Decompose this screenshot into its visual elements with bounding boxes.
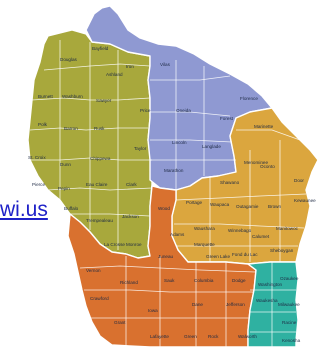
county-label: Clark [126, 182, 137, 187]
county-label: Adams [170, 232, 185, 237]
county-label: Waukesha [256, 298, 278, 303]
county-label: La Crosse [104, 242, 125, 247]
county-label: Sawyer [96, 98, 112, 103]
county-label: Outagamie [236, 204, 259, 209]
county-label: Crawford [90, 296, 109, 301]
county-label: Racine [282, 320, 297, 325]
county-label: Langlade [202, 144, 221, 149]
county-label: Taylor [134, 146, 147, 151]
county-label: Fond du Lac [232, 252, 258, 257]
county-label: Menominee [244, 160, 268, 165]
county-label: Oconto [260, 164, 275, 169]
county-label: Iowa [148, 308, 158, 313]
county-label: Waushara [194, 226, 215, 231]
county-label: Door [294, 178, 304, 183]
county-label: Waupaca [210, 202, 230, 207]
county-label: Milwaukee [278, 302, 300, 307]
county-boundaries [29, 40, 307, 347]
county-label: Ozaukee [280, 276, 299, 281]
website-link[interactable]: wi.us [0, 198, 48, 221]
county-label: Dunn [60, 162, 71, 167]
region-southwest [67, 185, 257, 347]
county-label: Bayfield [92, 46, 109, 51]
county-label: Polk [38, 122, 48, 127]
county-label: Wood [158, 206, 170, 211]
county-label: Rusk [94, 126, 105, 131]
county-label: Washington [258, 282, 283, 287]
county-label: Trempealeau [86, 218, 113, 223]
county-label: Richland [120, 280, 138, 285]
county-label: Florence [240, 96, 258, 101]
county-label: Vernon [86, 268, 101, 273]
county-label: Jackson [122, 214, 139, 219]
county-label: Forest [220, 116, 234, 121]
county-label: Kenosha [282, 338, 301, 343]
county-label: Sauk [164, 278, 175, 283]
county-label: Calumet [252, 234, 270, 239]
county-label: Pepin [58, 186, 70, 191]
county-label: Chippewa [90, 156, 111, 161]
county-label: Price [140, 108, 151, 113]
county-label: Shawano [220, 180, 240, 185]
region-southeast [247, 261, 299, 347]
county-label: Marinette [254, 124, 274, 129]
county-label: Kewaunee [294, 198, 316, 203]
county-label: Barron [64, 126, 78, 131]
county-label: St. Croix [28, 155, 46, 160]
county-label: Dane [192, 302, 203, 307]
county-label: Douglas [60, 57, 78, 62]
county-label: Jefferson [226, 302, 245, 307]
county-label: Rock [208, 334, 219, 339]
county-label: Lafayette [150, 334, 169, 339]
county-label: Sheboygan [270, 248, 294, 253]
county-label: Brown [268, 204, 281, 209]
county-label: Dodge [232, 278, 246, 283]
county-label: Monroe [126, 242, 142, 247]
county-label: Manitowoc [276, 226, 299, 231]
county-label: Marquette [194, 242, 215, 247]
county-label: Green [184, 334, 197, 339]
county-label: Burnett [38, 94, 54, 99]
county-label: Green Lake [206, 254, 230, 259]
county-labels: Douglas Bayfield Ashland Iron Vilas Burn… [28, 46, 316, 343]
county-label: Marathon [164, 168, 184, 173]
county-label: Buffalo [64, 206, 79, 211]
county-label: Iron [126, 64, 134, 69]
county-label: Portage [186, 200, 203, 205]
county-label: Ashland [106, 72, 123, 77]
county-label: Juneau [158, 254, 174, 259]
county-label: Winnebago [228, 228, 252, 233]
county-label: Lincoln [172, 140, 187, 145]
county-label: Grant [114, 320, 126, 325]
county-label: Eau Claire [86, 182, 108, 187]
county-label: Walworth [238, 334, 257, 339]
county-label: Columbia [194, 278, 214, 283]
county-label: Oneida [176, 108, 191, 113]
county-label: Vilas [160, 62, 171, 67]
county-label: Washburn [62, 94, 83, 99]
county-label: Pierce [32, 182, 45, 187]
